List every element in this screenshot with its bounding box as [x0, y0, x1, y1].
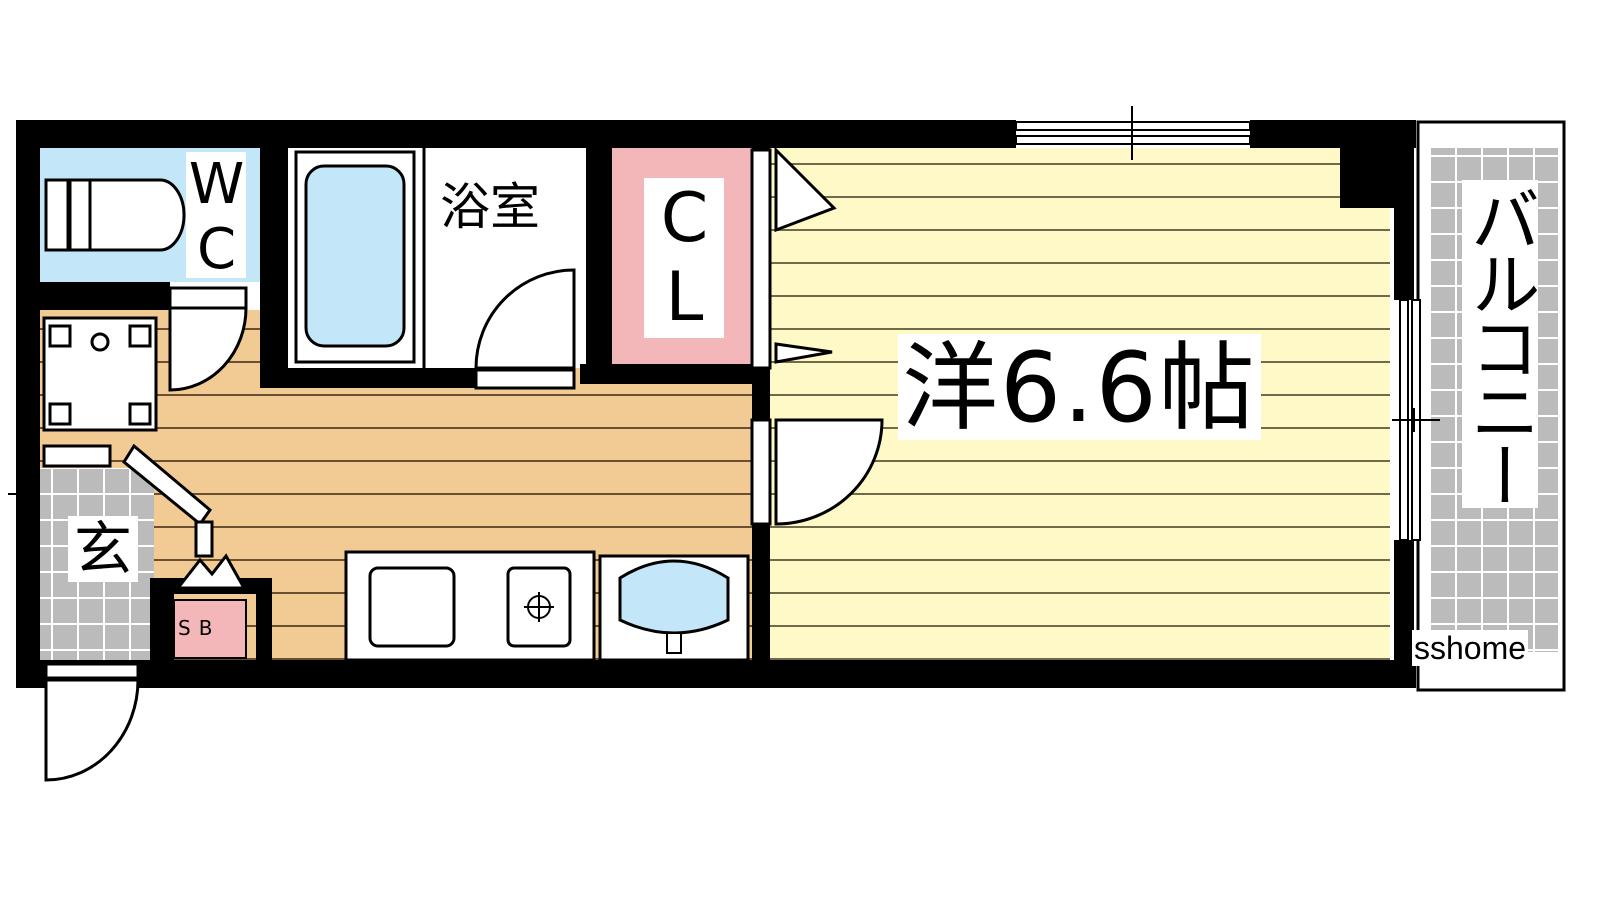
watermark-label: sshome: [1412, 630, 1529, 666]
wc-door: [168, 286, 248, 392]
toilet-icon: [44, 178, 186, 252]
stove-burner-icon: [524, 592, 554, 622]
closet-label: CL: [644, 178, 724, 338]
wc-label: WC: [184, 152, 249, 282]
bath-label: 浴室: [440, 178, 540, 236]
kitchen-counter: [344, 550, 596, 662]
bath-door: [474, 268, 576, 390]
bathtub-icon: [304, 164, 406, 348]
entrance-door: [44, 662, 140, 782]
balcony-sliding-door: [1392, 299, 1440, 541]
closet-doors: [750, 146, 837, 370]
basin-icon: [618, 559, 730, 635]
entrance-step: [42, 443, 214, 558]
room-door: [750, 418, 884, 526]
shoe-box-door: [174, 553, 247, 590]
western-room-label: 洋6.6帖: [898, 334, 1261, 440]
shoe-box-fill: [173, 599, 247, 659]
top-window: [1015, 106, 1251, 160]
balcony-label: バルコニー: [1459, 180, 1541, 508]
washing-machine-pan: [42, 316, 158, 432]
walls: [16, 120, 1416, 688]
shoe-box-label: SB: [178, 616, 221, 640]
entrance-label: 玄: [68, 516, 139, 582]
faucet-icon: [666, 632, 682, 654]
